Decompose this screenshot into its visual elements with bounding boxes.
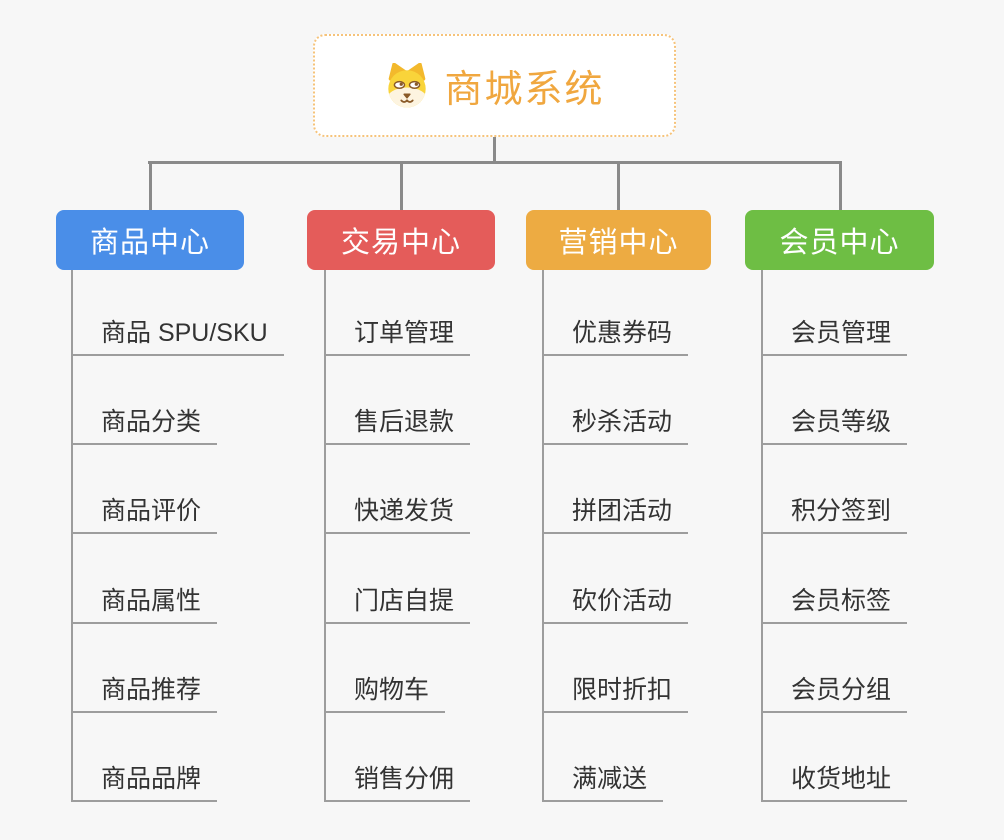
dog-face-icon	[388, 62, 427, 108]
leaf-item[interactable]: 优惠券码	[542, 319, 689, 356]
branch-rail-line	[148, 161, 842, 164]
branch-drop-line	[399, 164, 403, 210]
branch-box-3[interactable]: 营销中心	[526, 210, 711, 270]
leaf-item[interactable]: 商品品牌	[71, 765, 218, 802]
branch-trunk-line	[324, 270, 326, 802]
leaf-item[interactable]: 商品 SPU/SKU	[71, 319, 284, 356]
leaf-item[interactable]: 拼团活动	[542, 497, 689, 534]
leaf-item[interactable]: 销售分佣	[324, 765, 471, 802]
leaf-item[interactable]: 商品属性	[71, 587, 218, 624]
branch-trunk-line	[761, 270, 763, 802]
leaf-item[interactable]: 商品推荐	[71, 676, 218, 713]
branch-box-2[interactable]: 交易中心	[307, 210, 495, 270]
leaf-item[interactable]: 积分签到	[761, 497, 908, 534]
branch-box-4[interactable]: 会员中心	[745, 210, 934, 270]
leaf-item[interactable]: 商品分类	[71, 408, 218, 445]
branch-drop-line	[838, 164, 842, 210]
branch-trunk-line	[71, 270, 73, 802]
leaf-item[interactable]: 订单管理	[324, 319, 471, 356]
leaf-item[interactable]: 会员标签	[761, 587, 908, 624]
branch-drop-line	[616, 164, 620, 210]
leaf-item[interactable]: 商品评价	[71, 497, 218, 534]
branch-box-1[interactable]: 商品中心	[56, 210, 244, 270]
leaf-item[interactable]: 会员管理	[761, 319, 908, 356]
leaf-item[interactable]: 砍价活动	[542, 587, 689, 624]
leaf-item[interactable]: 会员等级	[761, 408, 908, 445]
leaf-item[interactable]: 收货地址	[761, 765, 908, 802]
leaf-item[interactable]: 秒杀活动	[542, 408, 689, 445]
leaf-item[interactable]: 限时折扣	[542, 676, 689, 713]
leaf-item[interactable]: 会员分组	[761, 676, 908, 713]
branch-trunk-line	[542, 270, 544, 802]
leaf-item[interactable]: 快递发货	[324, 497, 471, 534]
root-title: 商城系统	[444, 69, 605, 111]
leaf-item[interactable]: 购物车	[324, 676, 446, 713]
leaf-item[interactable]: 满减送	[542, 765, 664, 802]
leaf-item[interactable]: 售后退款	[324, 408, 471, 445]
root-node-mall-system[interactable]: 商城系统	[313, 34, 676, 137]
leaf-item[interactable]: 门店自提	[324, 587, 471, 624]
root-connector-stub	[493, 137, 496, 163]
branch-drop-line	[148, 164, 152, 210]
